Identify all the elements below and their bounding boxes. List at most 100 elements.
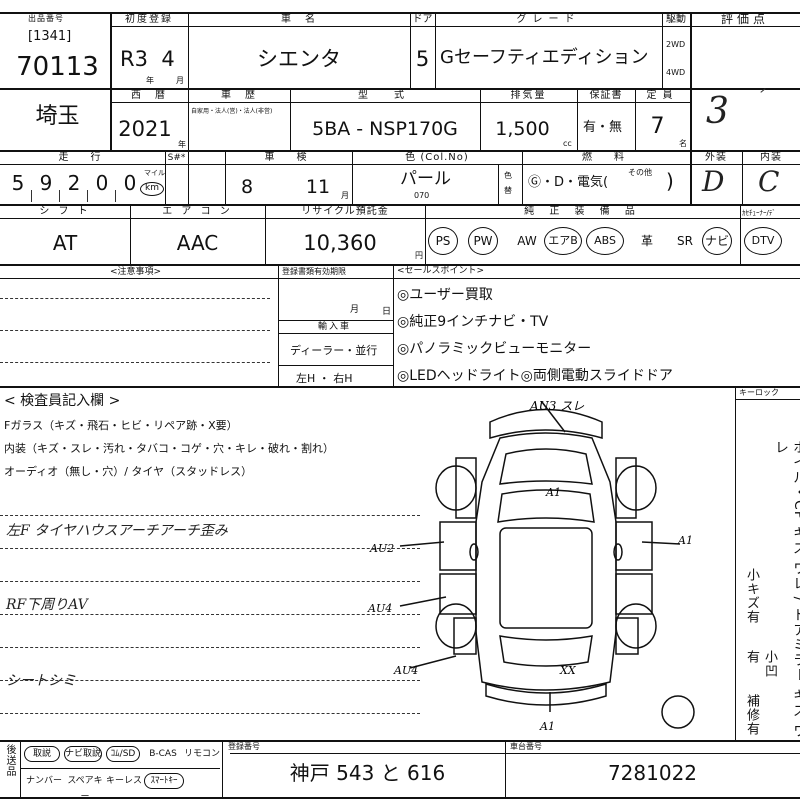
dealer: ディーラー・並行 — [290, 344, 378, 357]
color-no: 070 — [414, 191, 430, 200]
rule — [110, 12, 112, 150]
mirror-left — [469, 543, 479, 561]
wheel-rr — [615, 603, 657, 649]
drive-2wd: 2WD — [666, 40, 686, 49]
color-label: 色 (Col.No) — [405, 152, 469, 163]
car-diagram: AU3 スレ A1 AU2 A1 AU4 AU4 XX A1 — [367, 399, 695, 733]
footer-item: ｺﾑ/SD — [106, 746, 140, 762]
drive-label: 駆動 — [666, 14, 686, 25]
sales-point: ◎ユーザー買取 — [397, 287, 493, 303]
mark-left-mid: AU4 — [367, 602, 392, 615]
rule — [0, 12, 800, 14]
rule — [0, 740, 800, 742]
mileage-label: 走 行 — [58, 152, 107, 163]
left-quarter — [453, 617, 477, 655]
rule — [577, 88, 578, 150]
first-reg-era: R3 — [120, 47, 148, 71]
model: 5BA - NSP170G — [312, 118, 458, 140]
rule — [425, 204, 426, 264]
rule — [0, 797, 800, 799]
score: 3 — [706, 91, 729, 132]
rule — [278, 333, 393, 334]
footer-item: ナンバー — [25, 776, 62, 786]
equipment-item: エアB — [544, 227, 582, 255]
mileage-digit: 5 — [11, 171, 25, 195]
tuner-label: ｶｾﾁｭｰﾅｰ/ﾃﾞ — [742, 209, 776, 217]
equipment-item: DTV — [744, 227, 782, 255]
left-front-fender — [455, 457, 477, 519]
dotted-line — [0, 581, 420, 582]
shift-label: シ フ ト — [39, 206, 91, 217]
sales-label: <セールスポイント> — [397, 266, 485, 276]
mileage-unit: km — [140, 182, 164, 196]
lot-bracket: [1341] — [28, 29, 72, 44]
rule — [0, 150, 800, 152]
rule — [393, 264, 394, 386]
wheel-lf — [435, 465, 477, 511]
dotted-line — [0, 680, 420, 681]
rule — [735, 399, 800, 400]
fuel-close: ) — [666, 169, 674, 193]
rule — [0, 386, 800, 388]
rule — [278, 320, 393, 321]
leader-line — [641, 541, 681, 545]
year-unit: 年 — [146, 76, 154, 85]
right-front-fender — [615, 457, 637, 519]
displacement: 1,500 — [495, 118, 550, 140]
equipment-label: 純 正 装 備 品 — [524, 206, 641, 217]
inspection-label: 車 検 — [264, 152, 313, 163]
rule — [165, 150, 166, 204]
front-bumper — [489, 408, 603, 439]
month-unit: 月 — [176, 76, 184, 85]
dotted-line — [0, 548, 420, 549]
reg-number: 神戸 543 と 616 — [289, 761, 446, 785]
mark-roof: A1 — [545, 486, 561, 499]
caution-label: <注意事項> — [110, 267, 162, 277]
right-quarter — [615, 617, 639, 655]
deadline-day: 日 — [382, 307, 392, 317]
rear-bumper — [485, 682, 607, 706]
exterior-label: 外装 — [705, 152, 727, 163]
handwritten-note-3: シートシミ — [6, 673, 76, 689]
wheel-lr — [435, 603, 477, 649]
rule — [20, 768, 220, 769]
grade-label: グレード — [516, 14, 581, 25]
footer-side-label: 後送品 — [4, 744, 15, 777]
rule — [222, 740, 223, 797]
mark-bottom: A1 — [539, 720, 555, 733]
mileage-digit: 0 — [95, 171, 109, 195]
capacity-label: 定員 — [646, 90, 679, 101]
car-name: シエンタ — [257, 47, 341, 71]
displacement-label: 排気量 — [510, 90, 547, 101]
mark-rear: XX — [559, 664, 577, 677]
rule — [0, 218, 800, 219]
rule — [230, 753, 800, 754]
reg-label: 登録番号 — [228, 742, 260, 751]
inspection-month: 11 — [305, 176, 331, 198]
rule — [635, 88, 636, 150]
rule — [740, 204, 741, 264]
rule — [435, 12, 436, 88]
footer-item: キーレス — [106, 776, 143, 786]
rule — [662, 12, 663, 88]
rule — [522, 150, 523, 204]
rule — [735, 386, 736, 740]
history-label: 車 歴 — [221, 90, 257, 101]
digit-tick — [59, 190, 60, 202]
inspection-year: 8 — [240, 176, 254, 198]
rule — [410, 12, 411, 88]
year: 2021 — [118, 117, 172, 141]
mileage-digit: 0 — [123, 171, 137, 195]
doors: 5 — [415, 47, 430, 71]
equipment-item: PW — [468, 227, 498, 255]
leader-line — [399, 596, 447, 607]
rear-glass — [499, 635, 593, 667]
area: 埼玉 — [35, 104, 80, 129]
equipment-item: SR — [677, 234, 693, 248]
mileage-unit-top: マイル — [144, 169, 165, 177]
digit-tick — [31, 190, 32, 202]
rule — [505, 740, 506, 797]
rule — [130, 204, 131, 264]
capacity: 7 — [650, 114, 665, 139]
footer-item: B-CAS — [149, 749, 177, 759]
